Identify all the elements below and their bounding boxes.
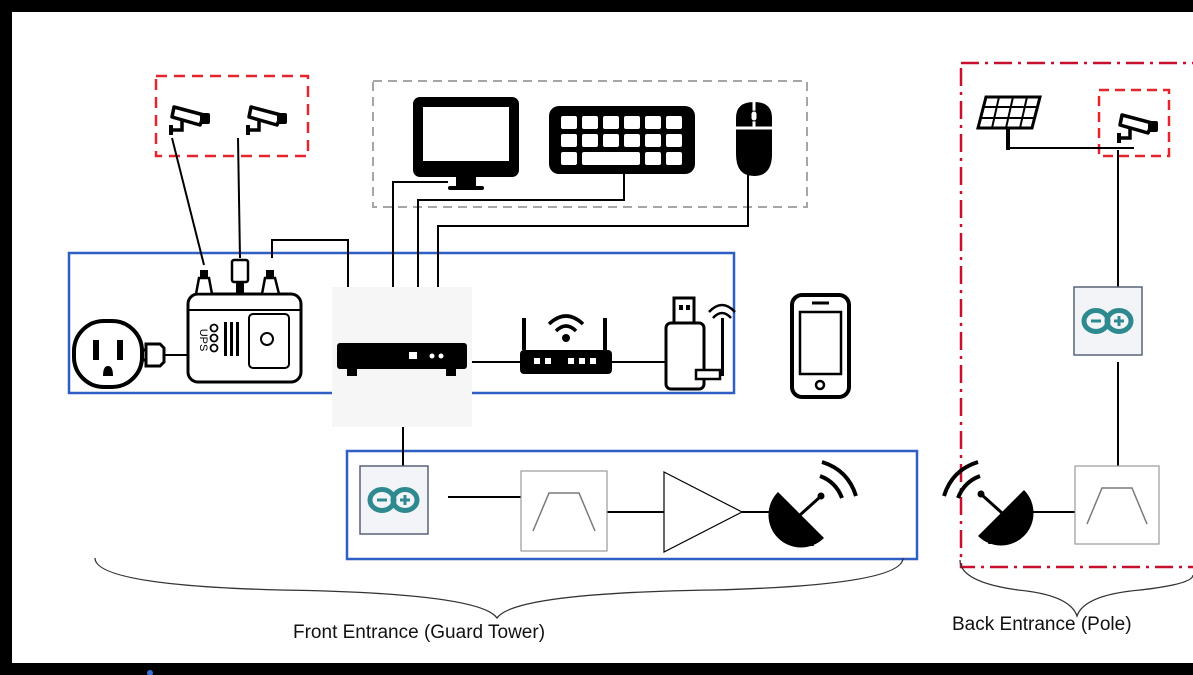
solar-panel-icon bbox=[976, 95, 1042, 150]
ups-icon: UPS bbox=[186, 258, 303, 384]
satellite-dish-icon bbox=[766, 460, 858, 550]
smartphone-icon bbox=[790, 293, 851, 399]
back-entrance-box bbox=[959, 61, 1193, 569]
wifi-router-icon bbox=[520, 314, 612, 374]
amplifier-icon bbox=[663, 471, 744, 553]
monitor-icon bbox=[413, 97, 519, 190]
plug-icon bbox=[140, 342, 166, 368]
usb-wifi-adapter-icon bbox=[664, 296, 736, 391]
front-entrance-brace bbox=[94, 557, 904, 620]
cameras-group-box bbox=[154, 74, 310, 158]
peripherals-group-box bbox=[372, 80, 808, 208]
bandpass-filter-icon bbox=[520, 470, 608, 552]
pole-camera-box bbox=[1097, 88, 1171, 158]
arduino-icon bbox=[360, 466, 428, 534]
keyboard-icon bbox=[549, 106, 695, 174]
ups-label: UPS bbox=[197, 329, 209, 352]
wall-outlet-icon bbox=[72, 319, 144, 389]
front-entrance-label: Front Entrance (Guard Tower) bbox=[293, 622, 546, 643]
back-entrance-label: Back Entrance (Pole) bbox=[952, 614, 1132, 635]
radio-chain-box bbox=[345, 449, 919, 561]
back-entrance-brace bbox=[959, 559, 1193, 619]
satellite-dish-icon bbox=[942, 460, 1036, 548]
mouse-icon bbox=[736, 102, 772, 176]
network-switch-icon bbox=[332, 287, 472, 427]
arduino-icon bbox=[1074, 287, 1142, 355]
bandpass-filter-icon bbox=[1074, 465, 1160, 545]
